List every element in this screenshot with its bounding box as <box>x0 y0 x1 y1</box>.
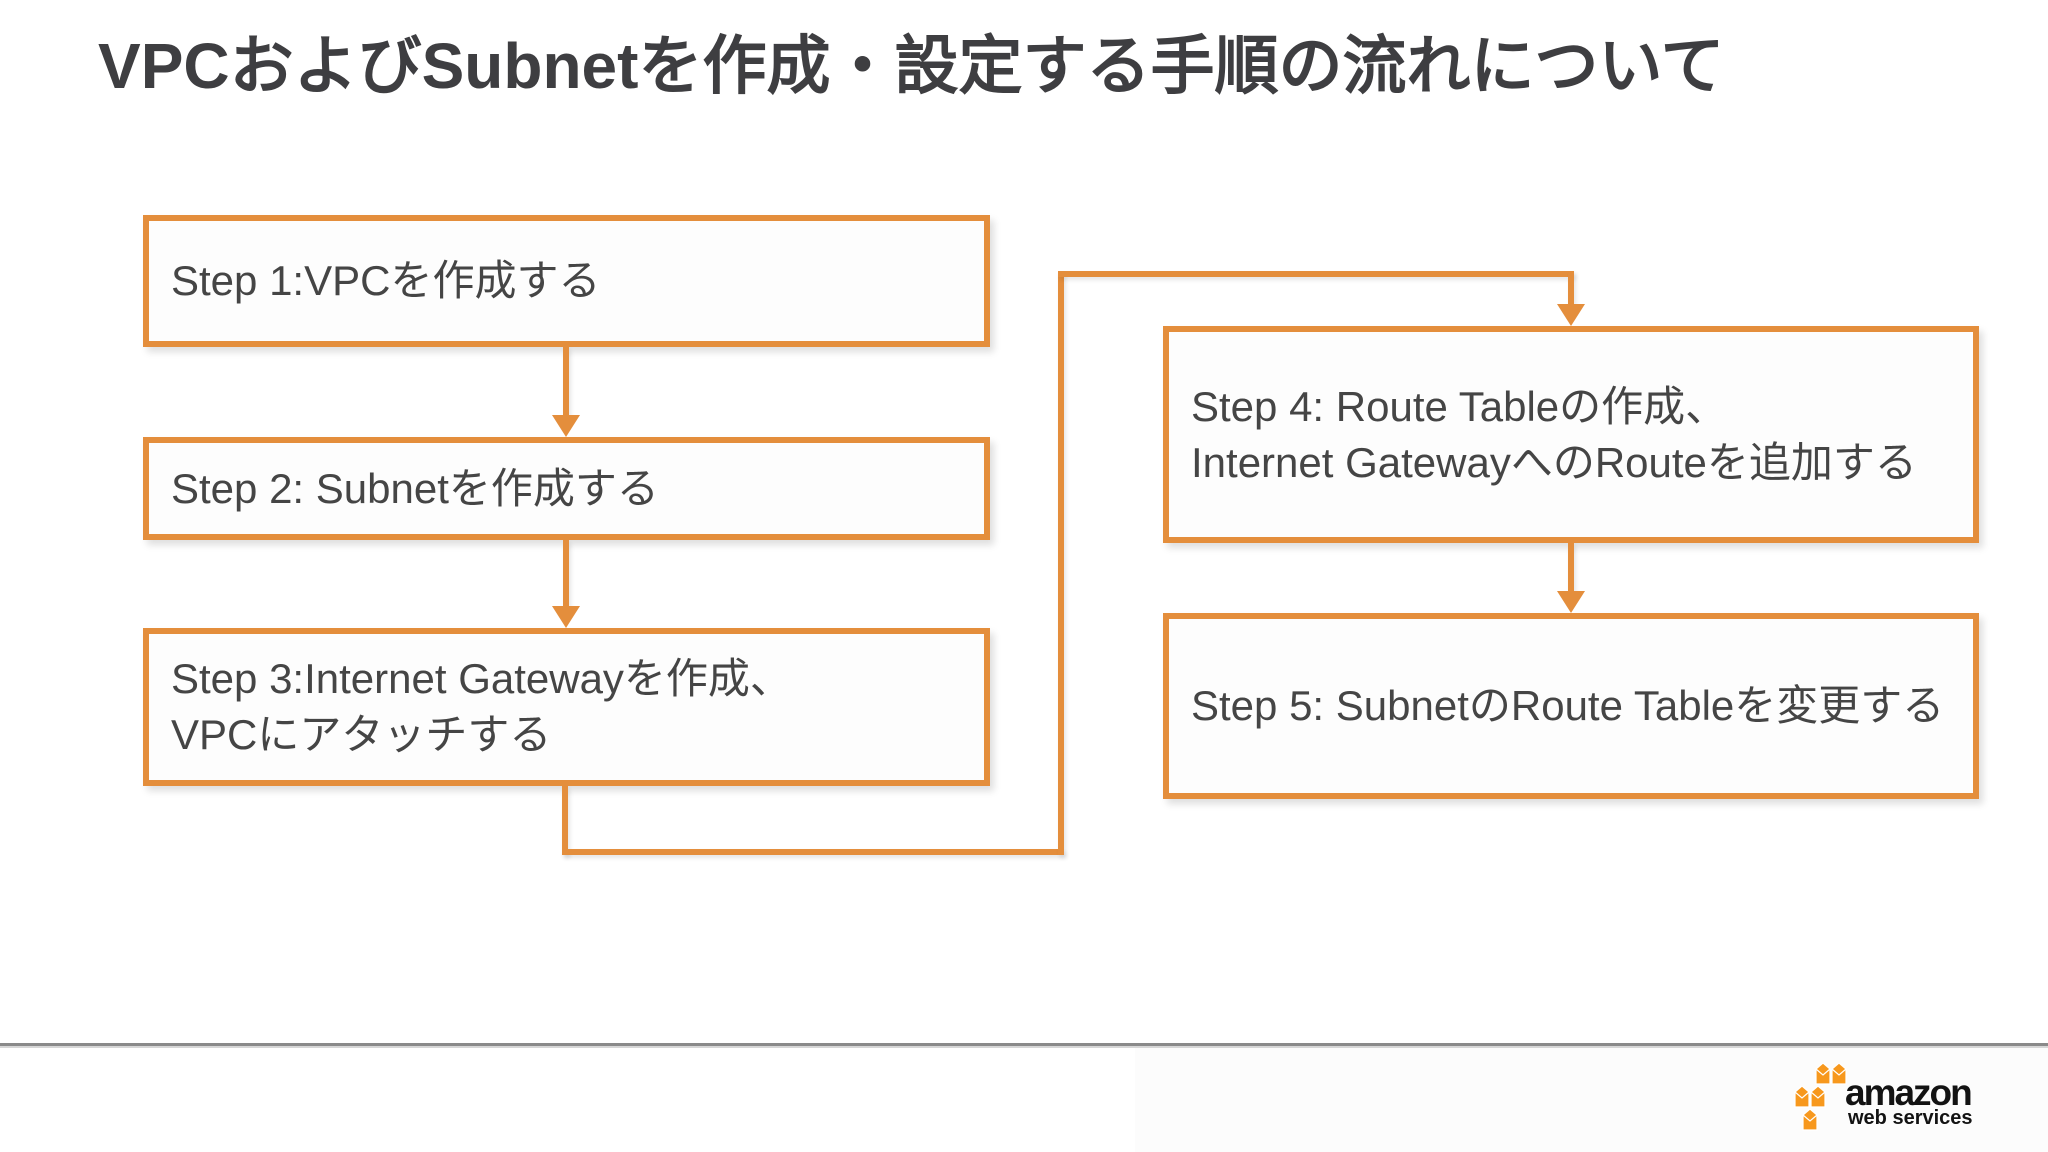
step-box-2: Step 2: Subnetを作成する <box>143 437 990 540</box>
aws-logo-subtitle-text: web services <box>1848 1107 1973 1129</box>
slide-title: VPCおよびSubnetを作成・設定する手順の流れについて <box>98 30 1725 102</box>
step-1-label: Step 1:VPCを作成する <box>171 257 601 305</box>
footer-divider <box>0 1043 2048 1046</box>
step-box-1: Step 1:VPCを作成する <box>143 215 990 347</box>
arrow-step2-step3-head-icon <box>552 606 580 628</box>
step-2-label: Step 2: Subnetを作成する <box>171 464 659 512</box>
step-3-label: Step 3:Internet Gatewayを作成、 VPCにアタッチする <box>171 655 792 758</box>
footer-divider-highlight <box>0 1046 2048 1048</box>
connector-step3-step4-seg-down <box>562 786 568 855</box>
connector-step3-step4-seg-into-box <box>1568 271 1574 304</box>
step-box-3: Step 3:Internet Gatewayを作成、 VPCにアタッチする <box>143 628 990 786</box>
step-box-5: Step 5: SubnetのRoute Tableを変更する <box>1163 613 1979 799</box>
connector-step3-step4-seg-right <box>562 849 1064 855</box>
connector-step3-step4-head-icon <box>1557 304 1585 326</box>
arrow-step4-step5-shaft <box>1568 543 1574 591</box>
step-4-label: Step 4: Route Tableの作成、 Internet Gateway… <box>1191 382 1917 486</box>
connector-step3-step4-seg-top <box>1058 271 1574 277</box>
arrow-step1-step2-head-icon <box>552 415 580 437</box>
arrow-step4-step5-head-icon <box>1557 591 1585 613</box>
footer-shade <box>1135 1048 2048 1152</box>
step-box-4: Step 4: Route Tableの作成、 Internet Gateway… <box>1163 326 1979 543</box>
step-5-label: Step 5: SubnetのRoute Tableを変更する <box>1191 682 1945 730</box>
aws-cubes-icon <box>1794 1062 1847 1131</box>
aws-logo: amazon web services <box>1789 1062 1979 1136</box>
aws-logo-brand-text: amazon <box>1845 1072 1973 1113</box>
arrow-step2-step3-shaft <box>563 540 569 606</box>
connector-step3-step4-seg-up <box>1058 271 1064 855</box>
arrow-step1-step2-shaft <box>563 347 569 415</box>
